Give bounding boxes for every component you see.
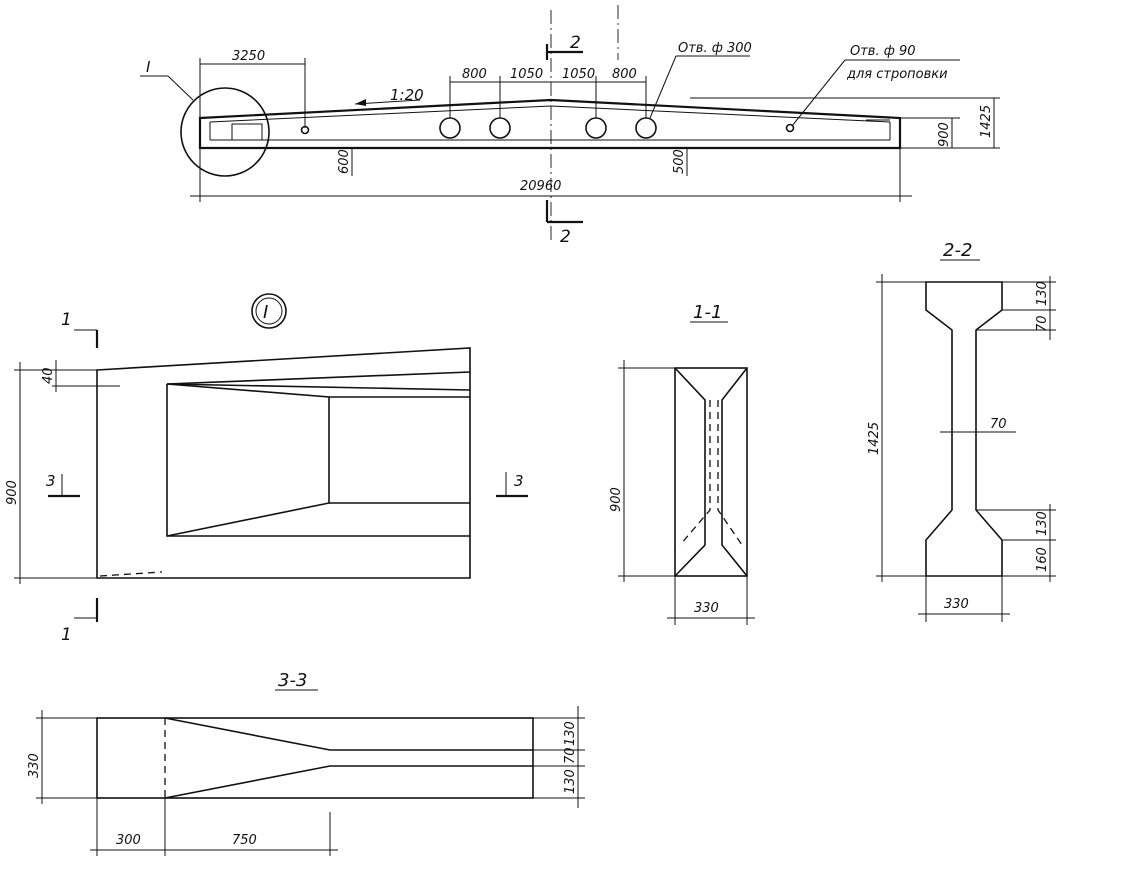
section-1-top-label: 1 bbox=[61, 310, 72, 330]
dim-900-label: 900 bbox=[937, 122, 952, 147]
slope-label: 1:20 bbox=[390, 86, 424, 104]
section-2-2-dim-web: 70 bbox=[990, 417, 1007, 432]
beam-inner-top-line bbox=[209, 105, 891, 123]
detail-I-outline bbox=[96, 347, 471, 579]
section-2-2-dim-top-haunch: 70 bbox=[1035, 315, 1050, 332]
detail-I-circle bbox=[180, 87, 270, 177]
detail-I-title: I bbox=[263, 302, 268, 323]
section-2-2-dim-width-label: 330 bbox=[944, 597, 969, 612]
section-3-3-outline bbox=[96, 717, 534, 799]
detail-I-leader bbox=[167, 75, 194, 101]
detail-I-inner-top-1 bbox=[166, 371, 471, 385]
hole-300-4 bbox=[635, 117, 657, 139]
dim-1050-left-label: 1050 bbox=[510, 67, 543, 82]
detail-I-title-circle bbox=[251, 293, 287, 329]
section-3-3-bottom-taper bbox=[164, 765, 533, 799]
section-3-3-dim-right-top: 130 bbox=[563, 721, 578, 746]
section-1-1-dim-width-label: 330 bbox=[694, 601, 719, 616]
dim-800-left-label: 800 bbox=[462, 67, 487, 82]
hole-90-note-2: для строповки bbox=[846, 67, 948, 82]
section-3-3-view: 3-3 330 130 70 130 300 750 bbox=[27, 670, 585, 856]
hole-300-1 bbox=[439, 117, 461, 139]
detail-I-dim-900-label: 900 bbox=[5, 480, 20, 505]
hole-300-2 bbox=[489, 117, 511, 139]
section-3-3-dim-right-bottom: 130 bbox=[563, 769, 578, 794]
section-3-3-dim-left: 300 bbox=[116, 833, 141, 848]
section-1-1-dim-height-label: 900 bbox=[609, 487, 624, 512]
detail-I-title-inner-circle bbox=[255, 297, 283, 325]
section-2-2-dim-bottom-haunch: 130 bbox=[1035, 511, 1050, 536]
section-3-3-title: 3-3 bbox=[278, 670, 307, 691]
dim-1425-label: 1425 bbox=[979, 105, 994, 138]
section-3-3-dim-taper: 750 bbox=[232, 833, 257, 848]
hole-90-note-1: Отв. ф 90 bbox=[850, 44, 916, 59]
dim-600-label: 600 bbox=[337, 149, 352, 174]
section-2-top-label: 2 bbox=[570, 33, 581, 53]
section-2-2-dim-bottom-flange: 160 bbox=[1035, 547, 1050, 572]
beam-elevation: I 3250 800 1050 1050 800 2 2 1:20 Отв. ф… bbox=[140, 5, 1000, 247]
section-3-3-top-taper bbox=[164, 717, 533, 751]
section-2-2-dim-height-label: 1425 bbox=[867, 422, 882, 455]
section-1-1-title: 1-1 bbox=[693, 302, 722, 323]
detail-I-hidden-line bbox=[99, 571, 163, 577]
beam-outline bbox=[198, 98, 902, 150]
detail-I-dim-40-label: 40 bbox=[41, 367, 56, 384]
dim-3250-label: 3250 bbox=[232, 49, 265, 64]
section-1-1-hidden-left bbox=[679, 400, 711, 546]
slope-arrowhead bbox=[355, 99, 366, 106]
section-1-1-left-taper bbox=[674, 367, 706, 577]
section-1-1-outline bbox=[674, 367, 748, 577]
dim-1050-right-label: 1050 bbox=[562, 67, 595, 82]
section-2-2-view: 2-2 1425 130 70 130 160 70 330 bbox=[867, 240, 1056, 622]
section-2-2-dim-top-flange: 130 bbox=[1035, 281, 1050, 306]
hole-300-note: Отв. ф 300 bbox=[678, 41, 752, 56]
detail-I-label: I bbox=[146, 58, 151, 76]
section-1-bottom-label: 1 bbox=[61, 625, 72, 645]
dim-800-right-label: 800 bbox=[612, 67, 637, 82]
section-1-1-right-taper bbox=[721, 367, 748, 577]
section-1-1-hidden-right bbox=[717, 400, 743, 546]
detail-I-pocket-left bbox=[166, 384, 470, 537]
beam-end-pocket-left bbox=[231, 123, 263, 141]
detail-I-view: I 1 1 3 3 900 40 bbox=[5, 293, 528, 645]
dim-20960-label: 20960 bbox=[520, 179, 561, 194]
hole-90-leader bbox=[791, 59, 846, 127]
section-3-right-label: 3 bbox=[514, 472, 524, 490]
section-3-3-dim-right-mid: 70 bbox=[563, 747, 578, 764]
section-2-2-title: 2-2 bbox=[943, 240, 972, 261]
section-3-3-dim-width-label: 330 bbox=[27, 753, 42, 778]
detail-I-pocket-taper bbox=[166, 383, 330, 537]
section-1-1-view: 1-1 900 330 bbox=[609, 302, 755, 625]
hole-90-right bbox=[785, 123, 795, 133]
dim-500-label: 500 bbox=[672, 149, 687, 174]
detail-I-inner-top-2 bbox=[166, 383, 471, 391]
hole-300-leader bbox=[649, 55, 677, 119]
hole-300-3 bbox=[585, 117, 607, 139]
section-2-bottom-label: 2 bbox=[560, 227, 571, 247]
section-3-left-label: 3 bbox=[46, 472, 56, 490]
